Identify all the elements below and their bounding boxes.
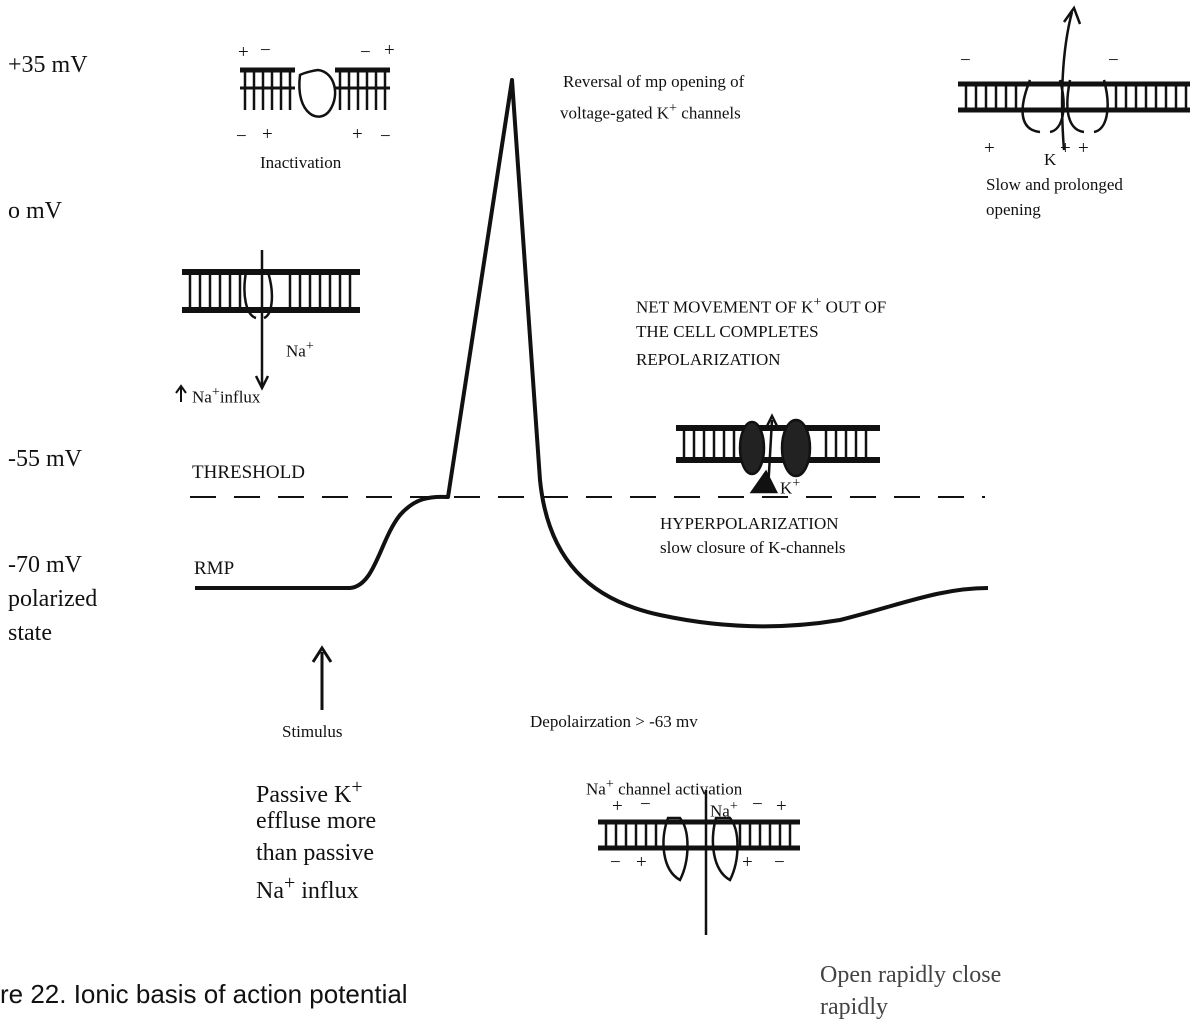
na-influx-label: Na+influx: [192, 384, 261, 407]
charge-sign: +: [384, 40, 395, 61]
up-arrow-icon: [175, 384, 187, 402]
charge-sign: +: [636, 852, 647, 873]
slow-opening-line2: opening: [986, 200, 1041, 219]
open-rapidly-line1: Open rapidly close: [820, 962, 1002, 988]
threshold-label: THRESHOLD: [192, 462, 305, 483]
na-channel-activation-label: Na+ channel activation: [586, 776, 743, 799]
passive-line2: effluse more: [256, 808, 377, 834]
passive-line1: Passive K+: [256, 776, 363, 808]
na-ion-label-bottom: Na+: [710, 798, 738, 821]
charge-sign: +: [1078, 138, 1089, 159]
charge-sign: −: [260, 40, 271, 61]
membrane-k-channel-icon: [676, 413, 880, 494]
stimulus-arrow: [311, 645, 333, 710]
stimulus-label: Stimulus: [282, 722, 343, 741]
charge-sign: −: [236, 126, 247, 147]
charge-sign: +: [352, 124, 363, 145]
membrane-na-channel-icon: [182, 250, 360, 391]
charge-sign: −: [380, 126, 391, 147]
charge-sign: +: [776, 796, 787, 817]
charge-sign: +: [984, 138, 995, 159]
charge-sign: +: [742, 852, 753, 873]
charge-sign: +: [262, 124, 273, 145]
reversal-text-line1: Reversal of mp opening of: [563, 72, 745, 91]
net-movement-line1: NET MOVEMENT OF K+ OUT OF: [636, 294, 887, 317]
label-minus-70-mv: -70 mV: [8, 552, 82, 578]
net-movement-line2: THE CELL COMPLETES: [636, 322, 819, 341]
depolarization-label: Depolairzation > -63 mv: [530, 712, 698, 731]
charge-sign: +: [238, 42, 249, 63]
charge-sign: −: [774, 852, 785, 873]
label-state: state: [8, 620, 52, 646]
figure-caption: re 22. Ionic basis of action potential: [0, 979, 408, 1009]
passive-line3: than passive: [256, 840, 374, 866]
label-plus-35-mv: +35 mV: [8, 52, 88, 78]
hyperpolarization-label: HYPERPOLARIZATION: [660, 514, 839, 533]
charge-sign: +: [1060, 138, 1071, 159]
label-polarized: polarized: [8, 586, 98, 612]
reversal-text-line2: voltage-gated K+ channels: [560, 100, 741, 123]
rmp-label: RMP: [194, 558, 235, 579]
charge-sign: −: [640, 794, 651, 815]
slow-opening-line1: Slow and prolonged: [986, 175, 1123, 194]
charge-sign: −: [1108, 50, 1119, 71]
k-ion-label: K+: [780, 475, 801, 498]
k-ion-letter: K: [1044, 150, 1057, 169]
membrane-inactivation-icon: [240, 67, 390, 118]
inactivation-label: Inactivation: [260, 153, 342, 172]
passive-line4: Na+ influx: [256, 872, 359, 904]
action-potential-curve: [195, 78, 989, 629]
na-ion-label: Na+: [286, 338, 314, 361]
net-movement-line3: REPOLARIZATION: [636, 350, 781, 369]
membrane-na-activation-icon: [598, 790, 800, 935]
charge-sign: −: [960, 50, 971, 71]
membrane-slow-opening-icon: [958, 5, 1190, 151]
open-rapidly-line2: rapidly: [820, 994, 888, 1020]
charge-sign: −: [360, 42, 371, 63]
charge-sign: −: [752, 794, 763, 815]
label-minus-55-mv: -55 mV: [8, 446, 82, 472]
charge-sign: +: [612, 796, 623, 817]
slow-closure-label: slow closure of K-channels: [660, 538, 846, 557]
label-0-mv: o mV: [8, 198, 62, 224]
charge-sign: −: [610, 852, 621, 873]
